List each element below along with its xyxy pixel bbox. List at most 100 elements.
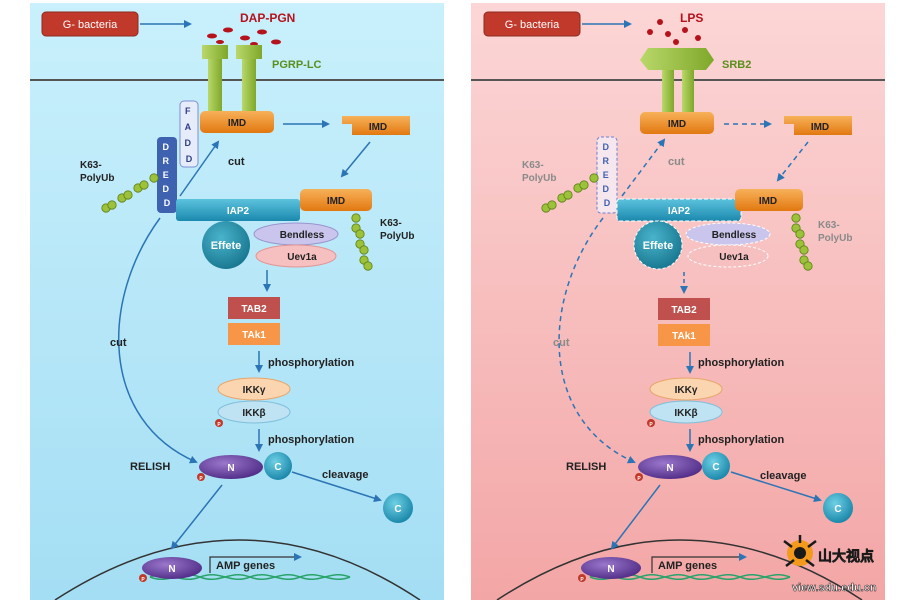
- left-translocate-arrow: [170, 484, 223, 550]
- right-amp-label: AMP genes: [658, 560, 717, 572]
- right-ikk-phospho-label: P: [649, 422, 653, 428]
- left-imd-iap: [300, 189, 372, 211]
- right-cleavage-label: cleavage: [760, 470, 806, 482]
- left-fadd-label: F A D D: [184, 106, 193, 164]
- right-srb2-receptor: [640, 48, 714, 112]
- right-polyub-chain-right: [791, 213, 813, 271]
- left-tak1-label: TAk1: [242, 330, 266, 341]
- ubiquitin-bead: [589, 173, 599, 183]
- left-effete: [202, 221, 250, 269]
- right-phos2-label: phosphorylation: [698, 434, 784, 446]
- ubiquitin-bead: [123, 190, 133, 200]
- right-receptor-label: SRB2: [722, 59, 751, 71]
- left-cut-top-arrow: [179, 140, 220, 197]
- right-k63-right-label: K63- PolyUb: [818, 220, 852, 244]
- right-cleavage-arrow: [730, 471, 822, 503]
- right-ikkb: [649, 400, 723, 424]
- right-cut-top-arrow: [621, 138, 666, 197]
- left-tab2: [228, 297, 280, 319]
- left-relish-phospho: [197, 473, 205, 481]
- watermark-logo-text: 山大视点: [818, 548, 874, 564]
- left-n-nucleus-label: N: [168, 564, 175, 575]
- left-cut-side-label: cut: [110, 337, 127, 349]
- left-fadd: [179, 100, 199, 168]
- ubiquitin-bead: [139, 180, 149, 190]
- right-uev1a: [687, 244, 769, 268]
- left-bacteria-box: [41, 11, 139, 37]
- ubiquitin-bead: [359, 245, 369, 255]
- right-relish-n: [638, 455, 702, 479]
- right-n-nucleus: [581, 557, 641, 579]
- right-k63-left-label: K63- PolyUb: [522, 160, 556, 184]
- left-c-free-label: C: [394, 504, 401, 515]
- right-tab2: [658, 298, 710, 320]
- right-bacteria-label: G- bacteria: [505, 19, 560, 31]
- ubiquitin-bead: [355, 229, 365, 239]
- right-cut-curve: [558, 217, 636, 464]
- right-relish-c: [702, 452, 730, 480]
- ubiquitin-bead: [149, 173, 159, 183]
- left-amp-label: AMP genes: [216, 560, 275, 572]
- left-ikkg: [217, 377, 291, 401]
- left-imd-bound: [200, 111, 274, 133]
- right-imd-iap: [735, 189, 803, 211]
- right-ikkg: [649, 377, 723, 401]
- right-imd-bound: [640, 112, 714, 134]
- right-imd-label: IMD: [668, 119, 686, 130]
- right-n-phospho: [578, 574, 586, 582]
- left-relish-n-label: N: [227, 463, 234, 474]
- ubiquitin-bead: [563, 190, 573, 200]
- right-transcription-arrow: [651, 553, 747, 573]
- right-effete: [633, 220, 683, 270]
- right-effete-label: Effete: [643, 240, 674, 252]
- left-bacteria-label: G- bacteria: [63, 19, 118, 31]
- right-tak1-label: TAk1: [672, 331, 696, 342]
- right-imd-to-iap-arrow: [776, 141, 809, 182]
- left-polyub-chain-left: [101, 173, 159, 213]
- left-imd-moved-label: IMD: [369, 122, 387, 133]
- right-iap2-label: IAP2: [668, 206, 691, 217]
- left-ligand-dots: [207, 27, 281, 46]
- left-polyub-chain-right: [351, 213, 373, 271]
- right-translocate-arrow: [610, 484, 661, 550]
- right-c-free-label: C: [834, 504, 841, 515]
- left-receptor-label: PGRP-LC: [272, 59, 322, 71]
- left-k63-left-label: K63- PolyUb: [80, 160, 114, 184]
- right-c-free: [823, 493, 853, 523]
- left-effete-label: Effete: [211, 240, 242, 252]
- right-ikkg-label: IKKγ: [675, 385, 698, 396]
- left-n-phospho-label: P: [141, 577, 145, 583]
- left-iap2-label: IAP2: [227, 206, 250, 217]
- right-ligand-dots: [647, 19, 701, 45]
- watermark-url: view.sdu.edu.cn: [792, 582, 877, 594]
- watermark-logo-icon: [783, 535, 817, 567]
- ubiquitin-bead: [799, 245, 809, 255]
- ubiquitin-bead: [791, 213, 801, 223]
- right-cut-top-label: cut: [668, 156, 685, 168]
- right-cut-side-label: cut: [553, 337, 570, 349]
- left-relish-phospho-label: P: [199, 476, 203, 482]
- left-imd-to-iap-arrow: [340, 141, 371, 178]
- right-relish-phospho-label: P: [637, 476, 641, 482]
- left-panel: G- bacteria DAP-PGN PGRP-LC IMD IMD: [30, 3, 444, 601]
- left-relish-c: [264, 452, 292, 480]
- left-nuclear-membrane: [54, 539, 421, 601]
- left-dredd-label: D R E D D: [162, 142, 171, 208]
- left-cut-curve: [118, 217, 198, 464]
- right-imd-moved: [784, 116, 852, 135]
- right-uev1a-label: Uev1a: [719, 252, 749, 263]
- left-ikkg-label: IKKγ: [243, 385, 266, 396]
- left-cleavage-arrow: [291, 471, 382, 502]
- left-imd-iap-label: IMD: [327, 196, 345, 207]
- left-c-free: [383, 493, 413, 523]
- right-relish-phospho: [635, 473, 643, 481]
- right-relish-label: RELISH: [566, 461, 606, 473]
- left-uev1a-label: Uev1a: [287, 252, 317, 263]
- left-imd-moved: [342, 116, 410, 135]
- ubiquitin-bead: [363, 261, 373, 271]
- right-bacteria-box: [483, 11, 581, 37]
- right-n-phospho-label: P: [580, 577, 584, 583]
- right-polyub-chain-left: [541, 173, 599, 213]
- ubiquitin-bead: [351, 213, 361, 223]
